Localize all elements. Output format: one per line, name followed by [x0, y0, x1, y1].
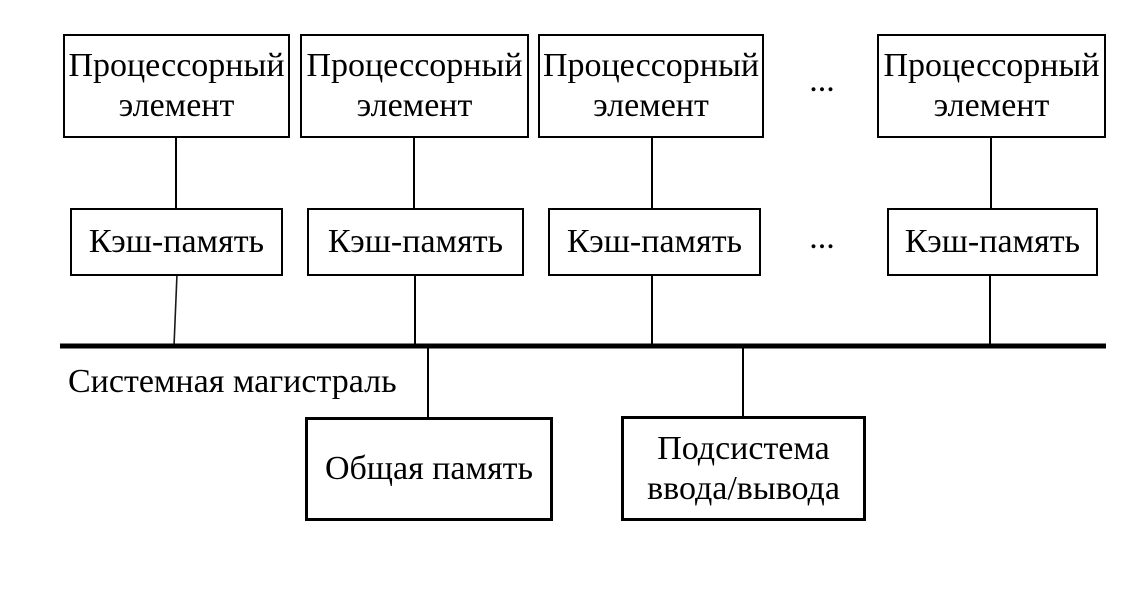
io-subsystem-box: Подсистема ввода/вывода	[621, 416, 866, 521]
processor-element-box-2: Процессорный элемент	[300, 34, 529, 138]
system-bus-label: Системная магистраль	[68, 363, 397, 400]
cache-memory-box-2: Кэш-память	[307, 208, 524, 276]
processor-element-box-3: Процессорный элемент	[538, 34, 764, 138]
cache-memory-box-3: Кэш-память	[548, 208, 761, 276]
cache-memory-box-4: Кэш-память	[887, 208, 1098, 276]
shared-memory-box: Общая память	[305, 417, 553, 521]
processor-element-box-1: Процессорный элемент	[63, 34, 290, 138]
ellipsis-cache-row: ...	[809, 219, 835, 256]
processor-element-box-4: Процессорный элемент	[877, 34, 1106, 138]
connector-cache1-bus	[173, 273, 178, 347]
ellipsis-processor-row: ...	[809, 62, 835, 99]
cache-memory-box-1: Кэш-память	[70, 208, 283, 276]
